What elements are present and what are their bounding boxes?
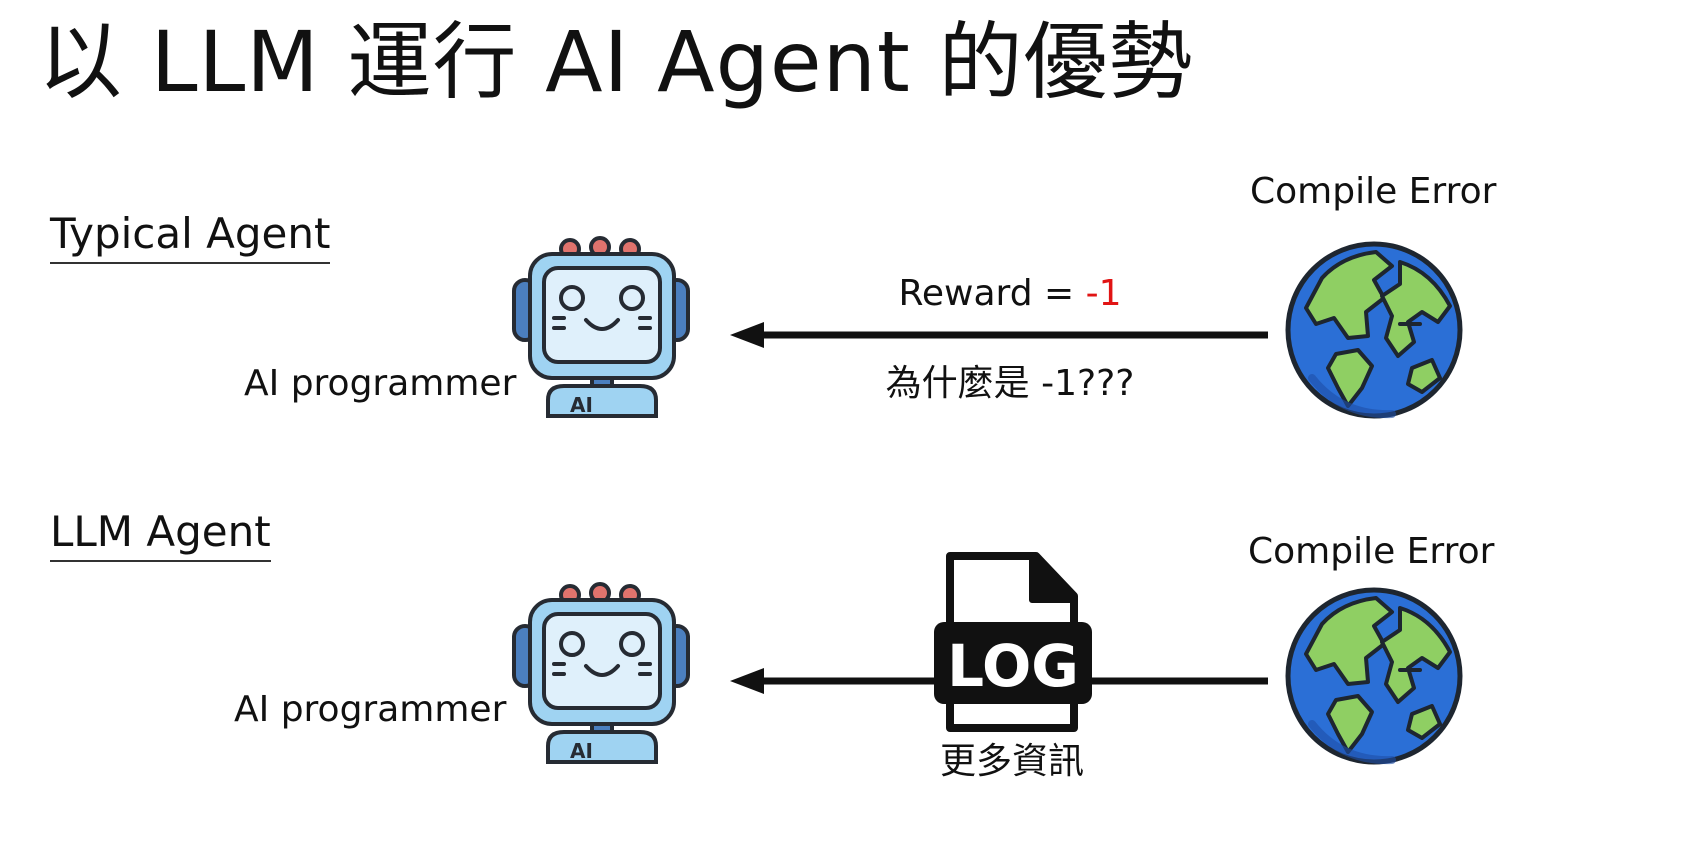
llm-compile-error-label: Compile Error	[1248, 531, 1495, 572]
earth-icon	[1285, 241, 1463, 419]
reward-value: -1	[1085, 273, 1122, 314]
typical-agent-label: Typical Agent	[50, 208, 331, 264]
svg-text:AI: AI	[570, 393, 593, 417]
svg-text:AI: AI	[570, 739, 593, 763]
robot-icon: AI	[512, 582, 690, 764]
reward-prefix: Reward =	[898, 273, 1086, 314]
arrow-left-icon	[730, 322, 1268, 348]
robot-icon: AI	[512, 236, 690, 418]
question-text: 為什麼是 -1???	[885, 363, 1135, 404]
more-info-text: 更多資訊	[939, 741, 1084, 782]
log-file-icon: LOG	[934, 552, 1092, 732]
typical-compile-error-label: Compile Error	[1250, 171, 1497, 212]
reward-text: Reward = -1	[860, 272, 1160, 316]
slide-title: 以 LLM 運行 AI Agent 的優勢	[38, 13, 1194, 111]
earth-icon	[1285, 587, 1463, 765]
typical-ai-programmer-label: AI programmer	[244, 363, 517, 404]
log-label: LOG	[947, 632, 1079, 700]
llm-agent-label: LLM Agent	[50, 506, 271, 562]
llm-ai-programmer-label: AI programmer	[234, 689, 507, 730]
